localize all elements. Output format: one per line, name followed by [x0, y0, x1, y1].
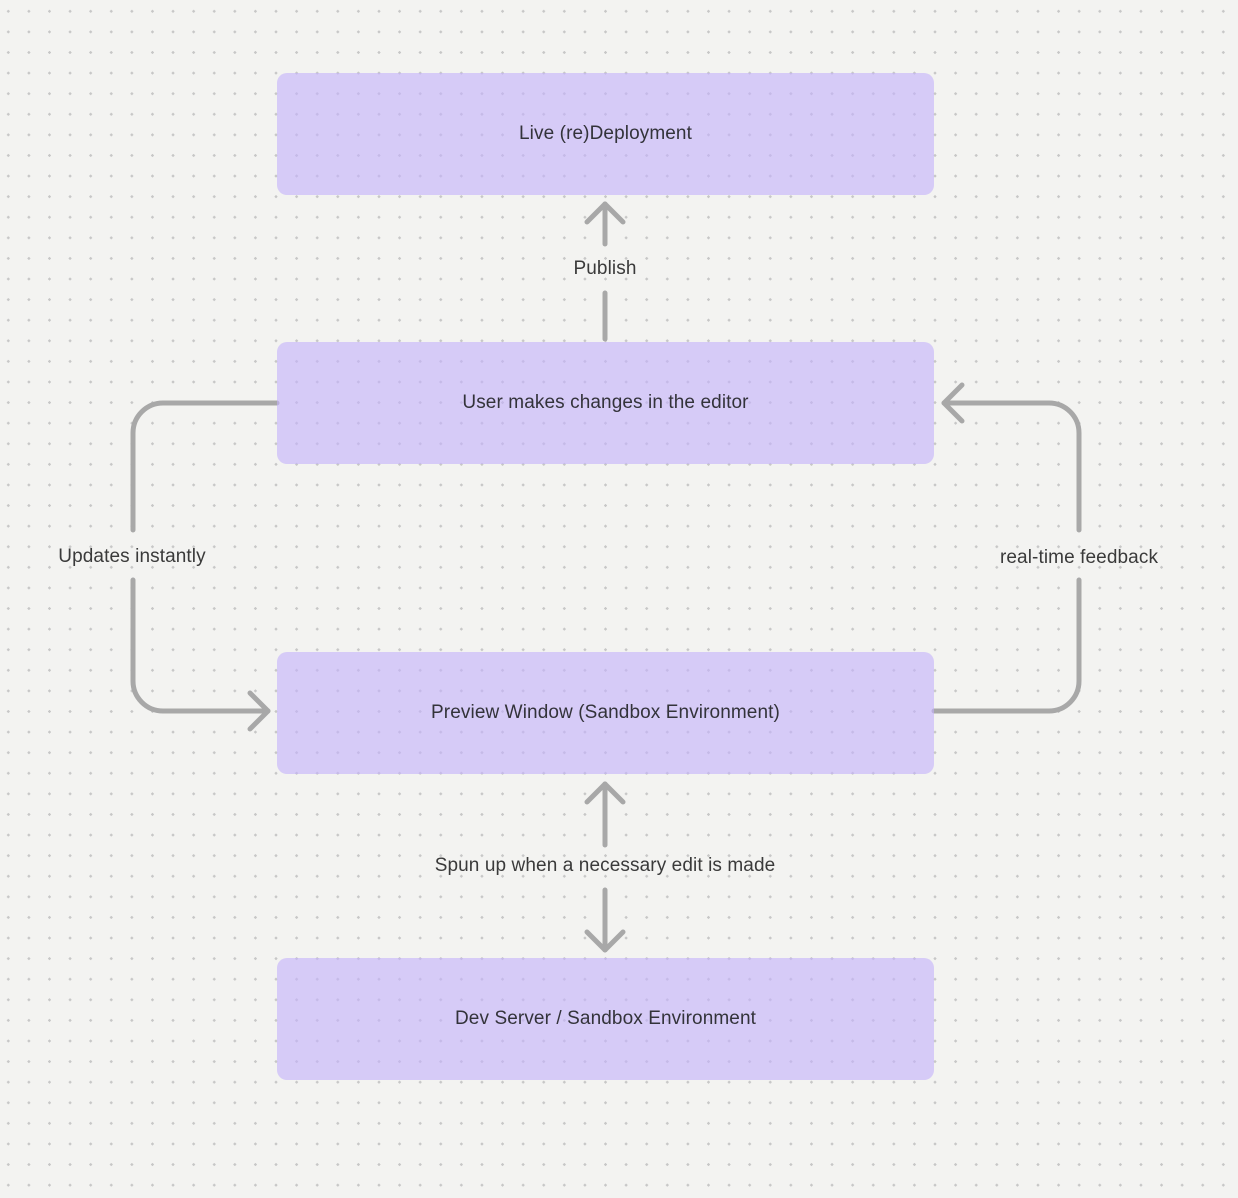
edge-feedback-arrowhead-left-icon	[941, 382, 965, 424]
edge-label-spun-up: Spun up when a necessary edit is made	[434, 855, 776, 876]
node-preview-window: Preview Window (Sandbox Environment)	[277, 652, 934, 774]
edge-label-real-time-feedback: real-time feedback	[999, 547, 1159, 568]
edge-feedback-line-upper	[941, 400, 1082, 533]
edge-spunup-arrowhead-up-icon	[584, 781, 626, 805]
edge-feedback-line-lower	[931, 577, 1082, 714]
edge-updates-line-upper	[130, 400, 280, 533]
edge-updates-line-lower	[130, 577, 271, 714]
edge-label-publish: Publish	[573, 258, 637, 279]
edge-label-updates-instantly: Updates instantly	[58, 546, 206, 567]
node-dev-server: Dev Server / Sandbox Environment	[277, 958, 934, 1080]
edge-updates-arrowhead-right-icon	[247, 690, 271, 732]
node-live-redeployment: Live (re)Deployment	[277, 73, 934, 195]
edge-spunup-arrowhead-down-icon	[584, 929, 626, 953]
edge-publish-arrowhead-up-icon	[584, 201, 626, 225]
node-user-edits: User makes changes in the editor	[277, 342, 934, 464]
